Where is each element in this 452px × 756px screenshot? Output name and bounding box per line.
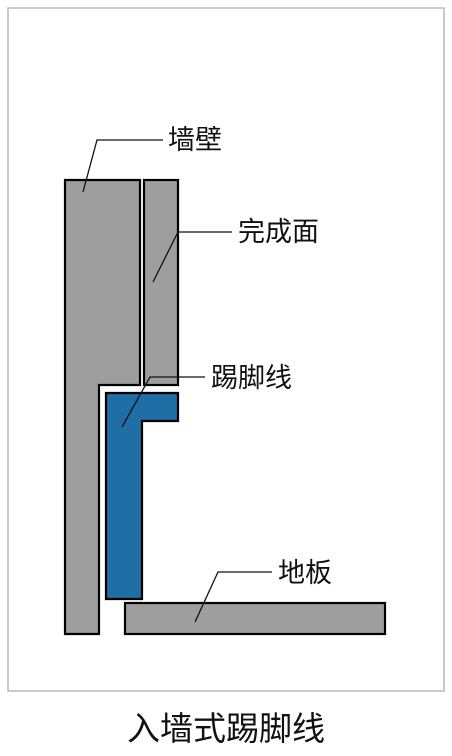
floor-label: 地板: [278, 558, 332, 589]
wall-shape: [63, 178, 142, 636]
floor-shape: [123, 601, 387, 636]
wall-leader-line: [82, 139, 163, 193]
skirting-shape: [104, 391, 180, 601]
finish-surface-shape: [142, 178, 180, 387]
finish-surface-leader-line: [152, 231, 232, 283]
skirting-leader-line: [121, 376, 205, 428]
wall-label: 墙壁: [168, 125, 222, 156]
floor-leader-line: [194, 571, 272, 623]
diagram-caption: 入墙式踢脚线: [127, 709, 325, 748]
diagram-frame: [7, 7, 445, 692]
skirting-label: 踢脚线: [211, 363, 292, 394]
finish-surface-label: 完成面: [238, 217, 319, 248]
